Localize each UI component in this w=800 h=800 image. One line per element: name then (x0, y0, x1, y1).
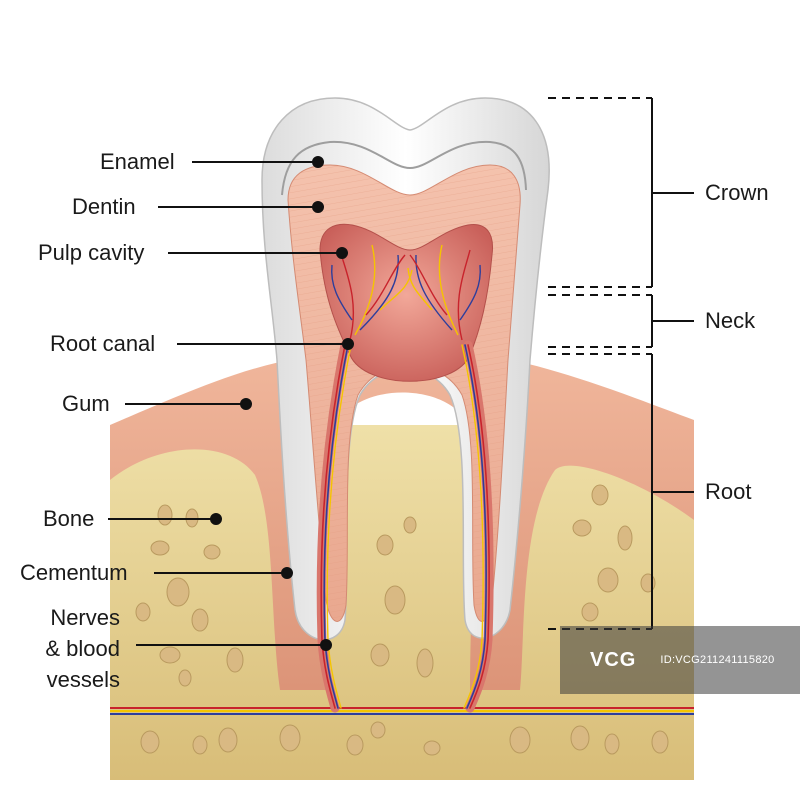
watermark-logo: VCG (590, 648, 637, 671)
base-blood-vessels (110, 707, 694, 715)
label-neck: Neck (705, 308, 756, 333)
watermark-code: ID:VCG211241115820 (660, 654, 775, 666)
label-enamel: Enamel (100, 149, 175, 174)
gum-tissue (110, 358, 694, 690)
label-nerves-line1: Nerves (50, 605, 120, 630)
label-nerves-line2: & blood (45, 636, 120, 661)
pulp-chamber (319, 223, 494, 382)
label-pulp-cavity: Pulp cavity (38, 240, 145, 265)
region-brackets (548, 97, 694, 630)
label-root: Root (705, 479, 752, 504)
root-canals (316, 340, 494, 713)
label-bone: Bone (43, 506, 95, 531)
pulp-nerves (331, 244, 481, 341)
leader-lines (108, 156, 354, 651)
watermark: VCG ID:VCG211241115820 (560, 626, 800, 694)
label-crown: Crown (705, 180, 769, 205)
label-dentin: Dentin (72, 194, 136, 219)
label-gum: Gum (62, 391, 110, 416)
label-cementum: Cementum (20, 560, 128, 585)
label-nerves-blood-vessels: Nerves & blood vessels (45, 602, 120, 695)
label-root-canal: Root canal (50, 331, 156, 356)
label-nerves-line3: vessels (46, 667, 120, 692)
enamel-inner-line (281, 140, 527, 196)
